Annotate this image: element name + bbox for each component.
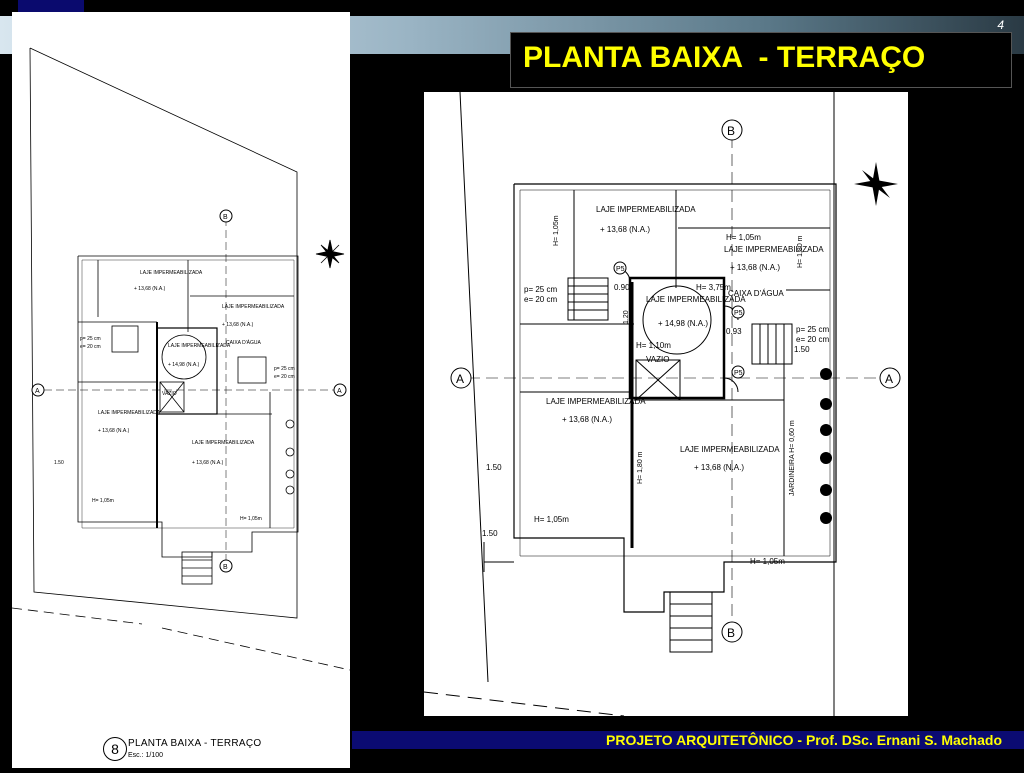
svg-text:B: B (727, 124, 735, 138)
detail-room-2-name: LAJE IMPERMEABILIZADA (646, 295, 746, 304)
detail-label-1-50-b: 1.50 (482, 529, 498, 538)
label-p25-b: p= 25 cm (274, 366, 295, 372)
label-e20-b: e= 20 cm (274, 374, 295, 380)
room-1-level: + 13,68 (N.A.) (134, 286, 166, 292)
section-marker-b-top: B (219, 209, 233, 223)
right-floor-plan-detail: A A B B LAJE IMPERMEABILIZADA + 13,68 (N… (423, 91, 901, 717)
room-3-level: + 13,68 (N.A.) (222, 322, 254, 328)
detail-label-h105-vert: H= 1,05m (553, 215, 560, 246)
left-drawing-sheet: A A B B LAJE IMPERMEABILIZADA + 13,68 (N… (11, 12, 351, 768)
detail-label-p25-b: p= 25 cm (796, 325, 829, 334)
detail-label-caixa-dagua: CAIXA D'ÁGUA (728, 289, 784, 298)
section-marker-a-left: A (31, 383, 45, 397)
room-3-name: LAJE IMPERMEABILIZADA (222, 304, 285, 310)
svg-text:P5: P5 (616, 266, 625, 273)
room-4-level: + 13,68 (N.A.) (98, 428, 130, 434)
detail-label-e20-b: e= 20 cm (796, 335, 829, 344)
svg-text:A: A (35, 388, 40, 395)
section-marker-b-bottom: B (219, 559, 233, 573)
room-2-level: + 14,98 (N.A.) (168, 362, 200, 368)
detail-label-1-50-a: 1.50 (486, 463, 502, 472)
label-h105-a: H= 1,05m (92, 498, 114, 504)
detail-room-3-level: + 13,68 (N.A.) (730, 263, 780, 272)
detail-label-h105-top: H= 1,05m (726, 233, 761, 242)
plan-caption-scale: Esc.: 1/100 (128, 752, 164, 759)
title-box: PLANTA BAIXA - TERRAÇO (510, 32, 1012, 88)
detail-label-h375: H= 3,75m (696, 283, 731, 292)
detail-label-093: 0.93 (726, 327, 742, 336)
north-arrow-icon (854, 162, 898, 206)
detail-room-2-level: + 14,98 (N.A.) (658, 319, 708, 328)
detail-room-1-name: LAJE IMPERMEABILIZADA (596, 205, 696, 214)
detail-label-h105-a: H= 1,05m (534, 515, 569, 524)
detail-label-vazio: VAZIO (646, 355, 669, 364)
left-floor-plan-drawing: A A B B LAJE IMPERMEABILIZADA + 13,68 (N… (11, 47, 351, 671)
room-5-level: + 13,68 (N.A.) (192, 460, 224, 466)
door-marker-p5-b (731, 305, 745, 319)
svg-text:B: B (223, 214, 228, 221)
svg-text:B: B (223, 564, 228, 571)
room-4-name: LAJE IMPERMEABILIZADA (98, 410, 161, 416)
slide-number: 4 (997, 18, 1004, 32)
section-marker-a-left-detail: A (450, 367, 472, 389)
label-e20: e= 20 cm (80, 344, 101, 350)
right-drawing-sheet: A A B B LAJE IMPERMEABILIZADA + 13,68 (N… (423, 91, 908, 717)
footer-bar: PROJETO ARQUITETÔNICO - Prof. DSc. Ernan… (352, 731, 1024, 749)
door-marker-p5-a (613, 261, 627, 275)
detail-label-h180-vert: H= 1,80 m (797, 235, 804, 268)
room-5-name: LAJE IMPERMEABILIZADA (192, 440, 255, 446)
detail-label-h180-vert-b: H= 1,80 m (637, 451, 644, 484)
detail-label-jardineira: JARDINEIRA H= 0,60 m (789, 420, 796, 496)
label-h105-b: H= 1,05m (240, 516, 262, 522)
detail-label-h105-b: H= 1,05m (750, 557, 785, 566)
detail-label-120-vert: 1.20 (623, 310, 630, 324)
detail-room-1-level: + 13,68 (N.A.) (600, 225, 650, 234)
svg-text:P5: P5 (734, 370, 743, 377)
detail-label-e20-a: e= 20 cm (524, 295, 557, 304)
svg-text:A: A (337, 388, 342, 395)
section-marker-a-right-detail: A (879, 367, 901, 389)
detail-room-5-level: + 13,68 (N.A.) (694, 463, 744, 472)
detail-room-3-name: LAJE IMPERMEABILIZADA (724, 245, 824, 254)
label-vazio: VAZIO (162, 391, 177, 397)
room-1-name: LAJE IMPERMEABILIZADA (140, 270, 203, 276)
footer-text: PROJETO ARQUITETÔNICO - Prof. DSc. Ernan… (606, 732, 1002, 748)
detail-room-5-name: LAJE IMPERMEABILIZADA (680, 445, 780, 454)
section-marker-b-top-detail: B (721, 119, 743, 141)
section-marker-a-right: A (333, 383, 347, 397)
detail-label-150-c: 1.50 (794, 345, 810, 354)
label-p25: p= 25 cm (80, 336, 101, 342)
detail-label-090: 0.90 (614, 283, 630, 292)
plan-caption-number: 8 (103, 737, 127, 761)
detail-room-4-name: LAJE IMPERMEABILIZADA (546, 397, 646, 406)
slide-title: PLANTA BAIXA - TERRAÇO (523, 41, 926, 74)
svg-text:P5: P5 (734, 310, 743, 317)
svg-text:A: A (885, 372, 893, 386)
plan-caption-title: PLANTA BAIXA - TERRAÇO (128, 738, 262, 749)
detail-label-h110: H= 1,10m (636, 341, 671, 350)
label-1-50: 1.50 (54, 460, 64, 466)
svg-text:B: B (727, 626, 735, 640)
detail-label-p25-a: p= 25 cm (524, 285, 557, 294)
detail-room-4-level: + 13,68 (N.A.) (562, 415, 612, 424)
section-marker-b-bottom-detail: B (721, 621, 743, 643)
label-caixa-dagua: CAIXA D'ÁGUA (226, 339, 262, 346)
door-marker-p5-c (731, 365, 745, 379)
room-2-name: LAJE IMPERMEABILIZADA (168, 343, 231, 349)
svg-text:A: A (456, 372, 464, 386)
